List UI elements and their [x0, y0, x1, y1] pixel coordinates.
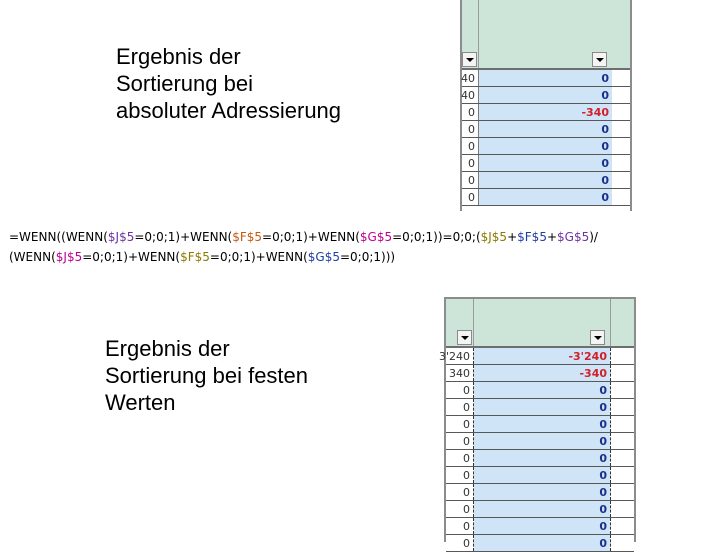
- cell-value-right[interactable]: -340: [581, 106, 609, 119]
- cell-value-right[interactable]: 0: [601, 191, 609, 204]
- cell-value-left[interactable]: 0: [463, 503, 470, 516]
- formula-line-2: (WENN($J$5=0;0;1)+WENN($F$5=0;0;1)+WENN(…: [9, 250, 395, 264]
- cell-value-left[interactable]: 0: [463, 486, 470, 499]
- cell-value-left[interactable]: 0: [468, 157, 475, 170]
- cell-value-right[interactable]: 0: [599, 452, 607, 465]
- formula-segment: +: [546, 230, 558, 244]
- cell-value-left[interactable]: 0: [463, 435, 470, 448]
- cell-value-right[interactable]: 0: [599, 537, 607, 550]
- table-row: 40 0: [461, 87, 630, 104]
- cell-value-right[interactable]: 0: [599, 520, 607, 533]
- formula-segment: $J$5: [480, 230, 508, 244]
- cell-value-right[interactable]: -3'240: [568, 350, 607, 363]
- caption-absolute-addressing: Ergebnis der Sortierung bei absoluter Ad…: [116, 44, 342, 123]
- cell-value-right[interactable]: 0: [599, 418, 607, 431]
- formula-segment: $F$5: [517, 230, 547, 244]
- formula-segment: $G$5: [359, 230, 393, 244]
- formula-segment: $J$5: [55, 250, 83, 264]
- cell-value-left[interactable]: 0: [468, 123, 475, 136]
- cell-value-right[interactable]: 0: [601, 174, 609, 187]
- formula-segment: =WENN((WENN(: [9, 230, 108, 244]
- formula-segment: $F$5: [180, 250, 210, 264]
- cell-value-right[interactable]: 0: [599, 435, 607, 448]
- cell-value-right[interactable]: 0: [601, 72, 609, 85]
- cell-value-right[interactable]: 0: [601, 140, 609, 153]
- table-row: 40 0: [461, 70, 630, 87]
- table-row: 0 -340: [462, 104, 630, 121]
- cell-value-right[interactable]: 0: [599, 469, 607, 482]
- cell-value-left[interactable]: 0: [468, 174, 475, 187]
- formula-line-1: =WENN((WENN($J$5=0;0;1)+WENN($F$5=0;0;1)…: [9, 230, 598, 244]
- cell-value-left[interactable]: 0: [463, 469, 470, 482]
- cell-value-left[interactable]: 0: [468, 106, 475, 119]
- formula-segment: $F$5: [232, 230, 263, 244]
- formula-segment: =0;0;1)+WENN(: [209, 250, 308, 264]
- cell-value-right[interactable]: 0: [601, 123, 609, 136]
- formula-segment: =0;0;1))=0;0;(: [392, 230, 481, 244]
- cell-value-left[interactable]: 40: [461, 89, 475, 102]
- cell-value-left[interactable]: 0: [463, 452, 470, 465]
- table-row: 3'240 -3'240: [439, 348, 634, 365]
- header-row: [446, 299, 634, 348]
- cell-value-right[interactable]: 0: [601, 89, 609, 102]
- formula-segment: +: [507, 230, 518, 244]
- chevron-down-icon[interactable]: [592, 52, 607, 67]
- cell-value-right[interactable]: 0: [599, 384, 607, 397]
- cell-value-left[interactable]: 3'240: [438, 350, 470, 363]
- header-row: [462, 0, 630, 70]
- formula-segment: $J$5: [107, 230, 135, 244]
- formula-segment: (WENN(: [9, 250, 56, 264]
- formula-segment: =0;0;1)+WENN(: [82, 250, 181, 264]
- caption-fixed-values: Ergebnis der Sortierung bei festen Werte…: [105, 336, 309, 415]
- formula-segment: =0;0;1)+WENN(: [134, 230, 233, 244]
- cell-value-left[interactable]: 0: [463, 537, 470, 550]
- formula-segment: $G$5: [557, 230, 590, 244]
- formula-segment: $G$5: [307, 250, 340, 264]
- cell-value-left[interactable]: 340: [449, 367, 470, 380]
- cell-value-left[interactable]: 0: [468, 140, 475, 153]
- chevron-down-icon[interactable]: [457, 330, 472, 345]
- cell-value-left[interactable]: 0: [468, 191, 475, 204]
- formula-segment: =0;0;1)+WENN(: [262, 230, 360, 244]
- cell-value-left[interactable]: 0: [463, 384, 470, 397]
- formula-segment: =0;0;1))): [339, 250, 396, 264]
- cell-value-right[interactable]: 0: [599, 503, 607, 516]
- cell-value-right[interactable]: 0: [599, 486, 607, 499]
- cell-value-left[interactable]: 0: [463, 401, 470, 414]
- cell-value-right[interactable]: 0: [599, 401, 607, 414]
- chevron-down-icon[interactable]: [590, 330, 605, 345]
- chevron-down-icon[interactable]: [462, 52, 477, 67]
- cell-value-right[interactable]: 0: [601, 157, 609, 170]
- cell-value-right[interactable]: -340: [579, 367, 607, 380]
- cell-value-left[interactable]: 0: [463, 418, 470, 431]
- formula-segment: )/: [589, 230, 598, 244]
- cell-value-left[interactable]: 0: [463, 520, 470, 533]
- cell-value-left[interactable]: 40: [461, 72, 475, 85]
- table-row: 340 -340: [446, 365, 634, 382]
